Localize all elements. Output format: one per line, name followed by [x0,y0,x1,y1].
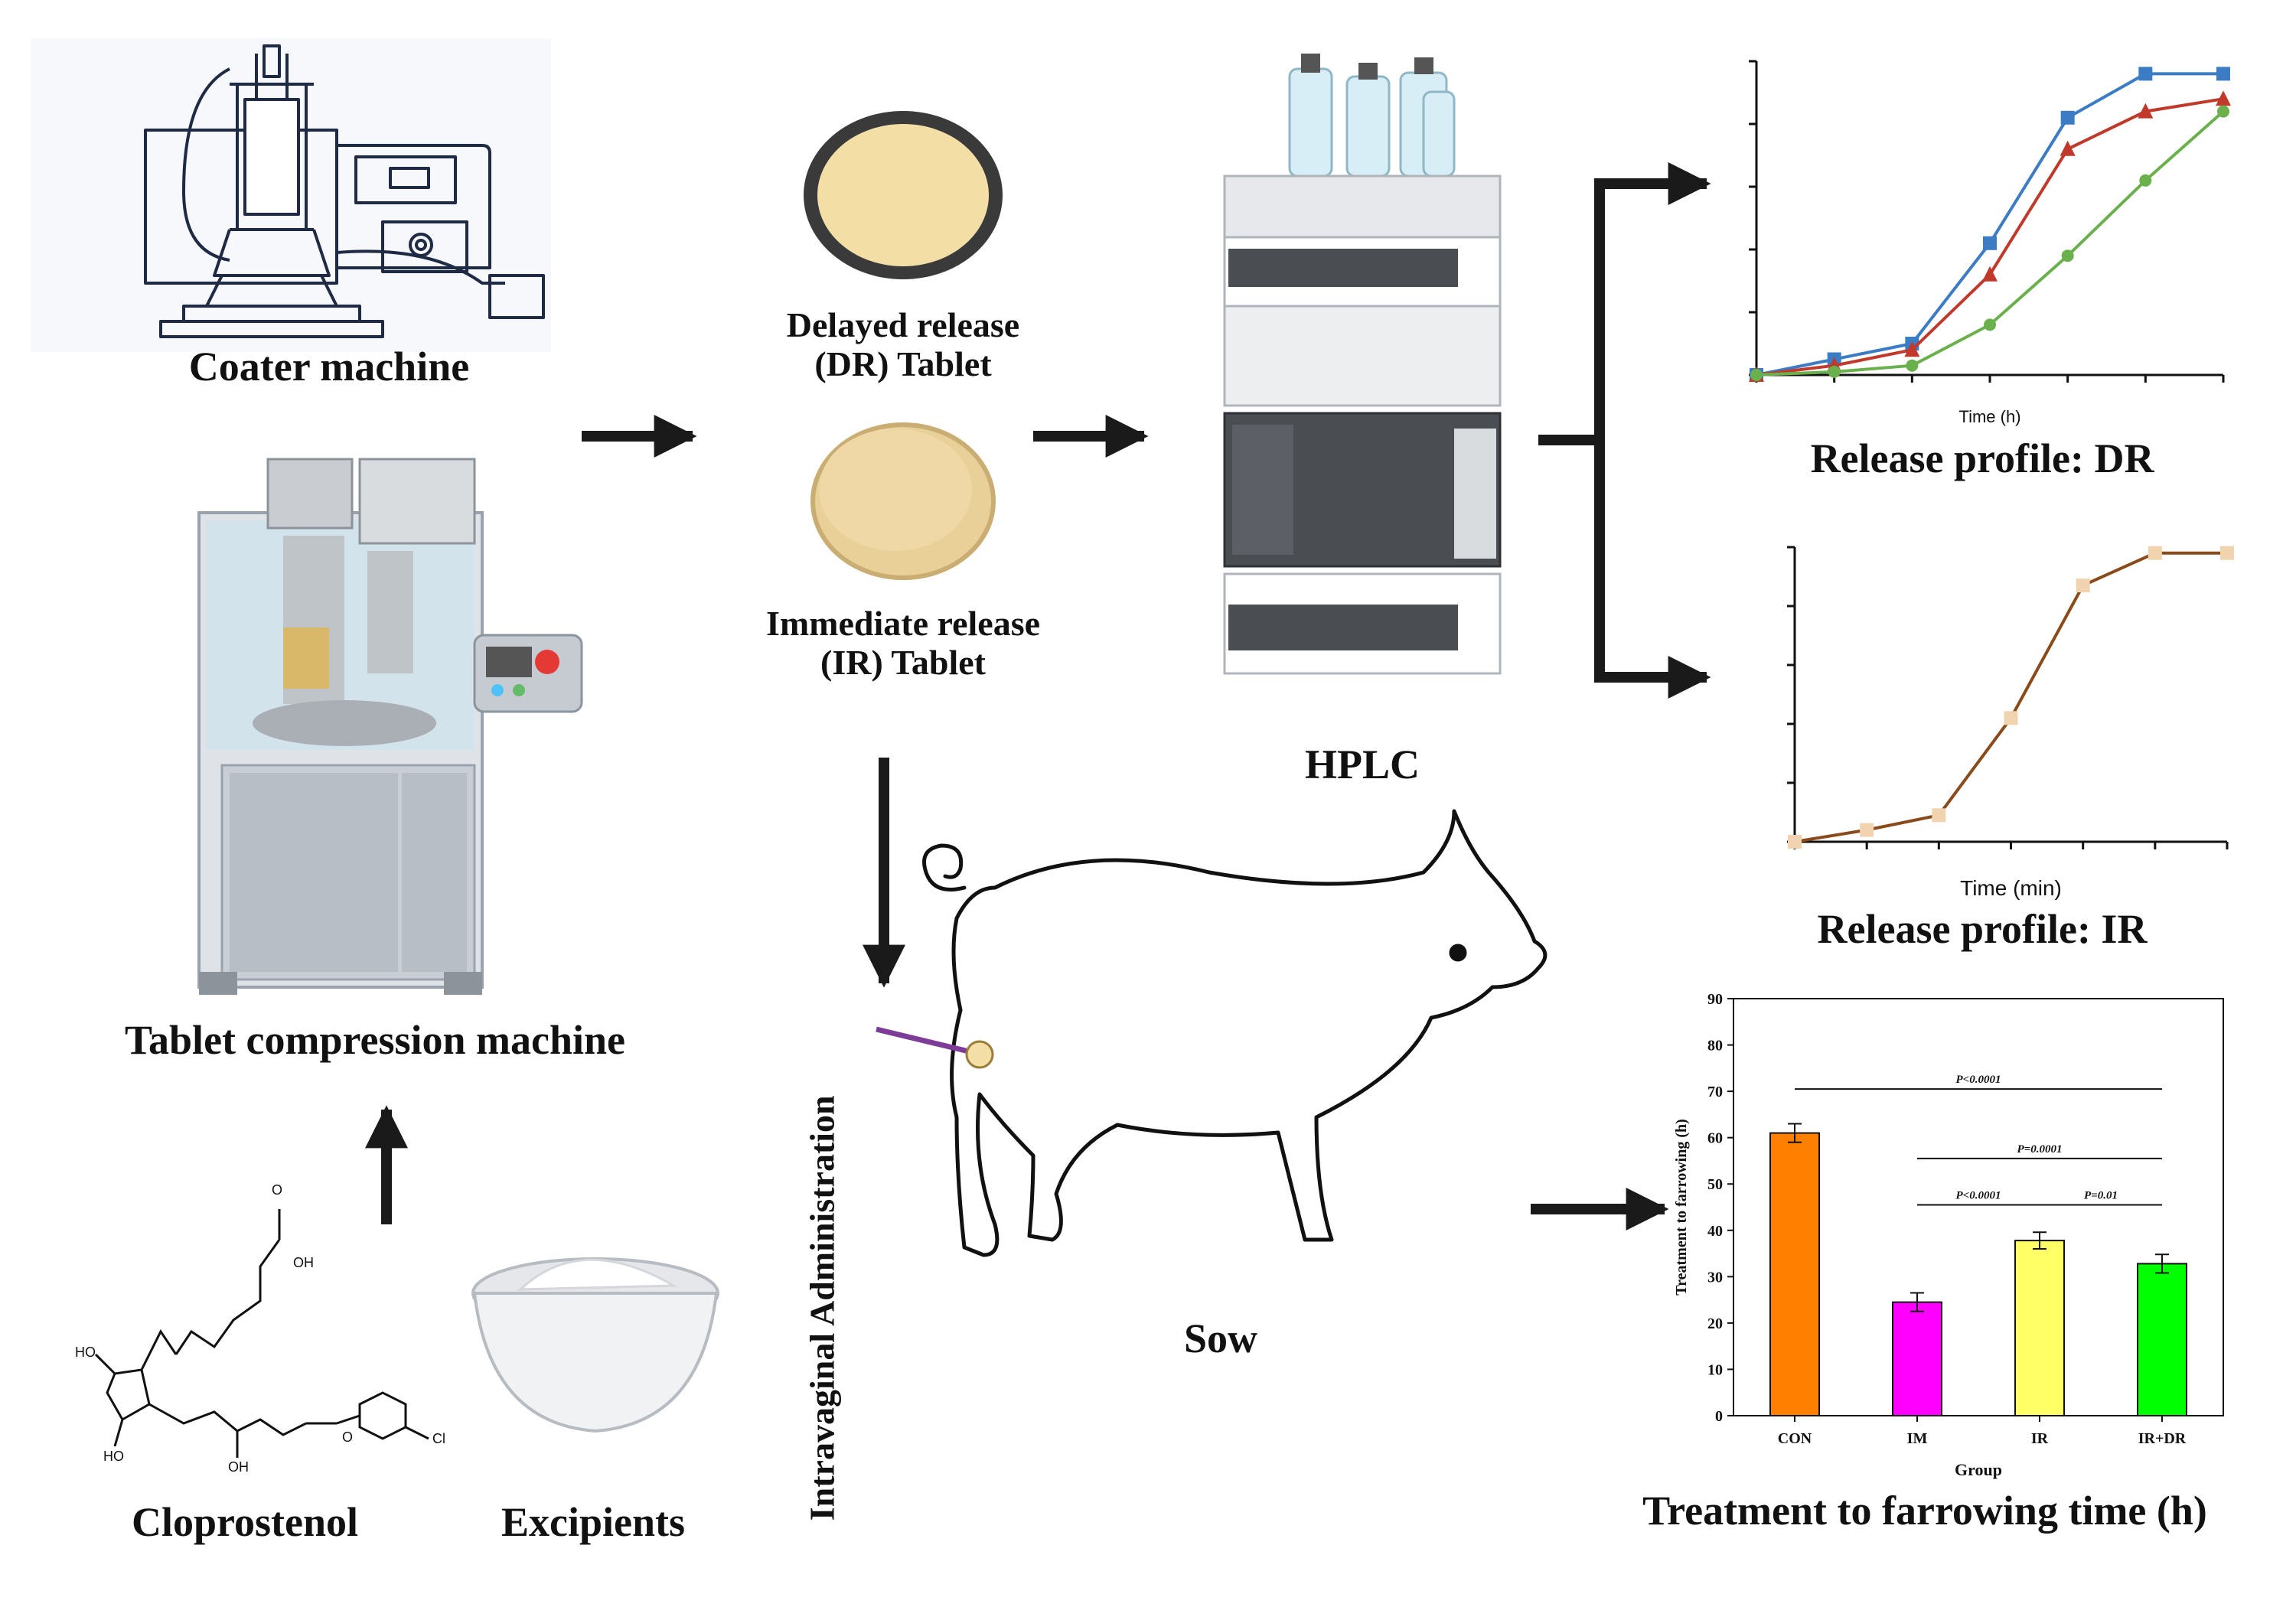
y-tick-label: 60 [1707,1130,1723,1147]
atom-o-ether: O [342,1429,354,1445]
bar-im [1892,1301,1942,1417]
data-point [2148,546,2162,560]
x-axis-label: Group [1955,1460,2002,1479]
data-point [1860,823,1874,837]
release-dr-label: Release profile: DR [1810,435,2154,481]
x-axis-label: Time (h) [1958,407,2020,426]
significance-label: P<0.0001 [1956,1189,2001,1201]
tablet-press-label: Tablet compression machine [124,1017,626,1063]
data-point [1982,266,1998,282]
atom-oh-top: OH [293,1255,314,1270]
x-tick-label: IM [1907,1430,1928,1447]
data-point [2138,67,2153,81]
significance-label: P<0.0001 [1956,1074,2001,1086]
intravaginal-label: Intravaginal Administration [802,1095,842,1521]
release-profile-dr-chart: Time (h) [1749,60,2231,426]
atom-ho-bottom: HO [103,1449,124,1464]
y-tick-label: 80 [1707,1038,1723,1054]
cloprostenol-label: Cloprostenol [131,1499,359,1545]
significance-label: P=0.0001 [2017,1143,2063,1156]
release-ir-label: Release profile: IR [1817,906,2148,952]
hplc-instrument [1223,54,1502,675]
atom-oh-bottom: OH [228,1459,249,1475]
release-profile-ir-chart: Time (min) [1787,546,2234,900]
data-point [1788,835,1802,849]
y-tick-label: 70 [1707,1084,1723,1100]
y-tick-label: 50 [1707,1176,1723,1193]
data-point [2216,67,2230,81]
ir-tablet [810,422,996,580]
y-tick-label: 20 [1707,1315,1723,1332]
excipients-label: Excipients [501,1499,686,1545]
plot-frame [1733,998,2224,1416]
hplc-label: HPLC [1304,742,1420,787]
x-tick-label: IR [2031,1430,2049,1447]
excipients-bowl [471,1257,719,1433]
data-point [1750,369,1763,381]
dr-tablet-label: Delayed release (DR) Tablet [735,305,1071,383]
data-point [2217,105,2229,118]
data-point [1828,365,1841,378]
dr-tablet-label-line1: Delayed release [786,305,1020,344]
data-point [2216,90,2231,106]
dr-tablet-label-line2: (DR) Tablet [814,344,992,383]
data-point [1906,359,1919,372]
sow-illustration [922,809,1548,1257]
data-point [2138,103,2154,119]
y-axis-label: Treatment to farrowing (h) [1673,1119,1690,1296]
dr-tablet [804,111,1003,279]
y-tick-label: 0 [1715,1408,1723,1425]
coater-label: Coater machine [188,344,470,390]
arrow-branch-ir [1594,440,1711,699]
sow-label: Sow [1183,1315,1258,1361]
bar-ir-dr [2137,1263,2187,1417]
bar-con [1769,1132,1820,1416]
x-tick-label: IR+DR [2138,1430,2187,1447]
atom-cl: Cl [432,1431,445,1446]
y-tick-label: 90 [1707,991,1723,1008]
y-tick-label: 10 [1707,1361,1723,1378]
atom-o-top: O [272,1182,283,1198]
ir-tablet-label-line1: Immediate release [765,604,1041,643]
farrowing-label: Treatment to farrowing time (h) [1642,1488,2207,1534]
data-point [2060,110,2075,125]
data-point [1904,341,1920,357]
cloprostenol-structure [94,1209,429,1458]
ir-tablet-label-line2: (IR) Tablet [820,642,986,682]
arrow-branch [1538,162,1711,445]
data-point [2139,174,2152,187]
atom-ho-left: HO [75,1345,96,1360]
ir-tablet-label: Immediate release (IR) Tablet [719,604,1087,682]
data-point [1983,236,1997,250]
x-tick-label: CON [1778,1430,1812,1447]
data-point [2076,579,2090,593]
data-point [1984,318,1996,331]
coater-machine-illustration [31,38,551,352]
significance-label: P=0.01 [2084,1189,2118,1201]
y-tick-label: 30 [1707,1269,1723,1286]
data-point [1932,808,1946,823]
y-tick-label: 40 [1707,1223,1723,1240]
x-axis-label: Time (min) [1960,876,2062,900]
data-point [2220,546,2234,560]
data-point [2004,711,2018,725]
data-point [2061,249,2074,262]
data-point [2060,140,2076,156]
series-line-0 [1794,551,2227,843]
sow-applicator [876,1026,994,1069]
flow-arrows [365,162,1711,1231]
bar-ir [2014,1240,2065,1416]
tablet-press-illustration [197,458,583,995]
